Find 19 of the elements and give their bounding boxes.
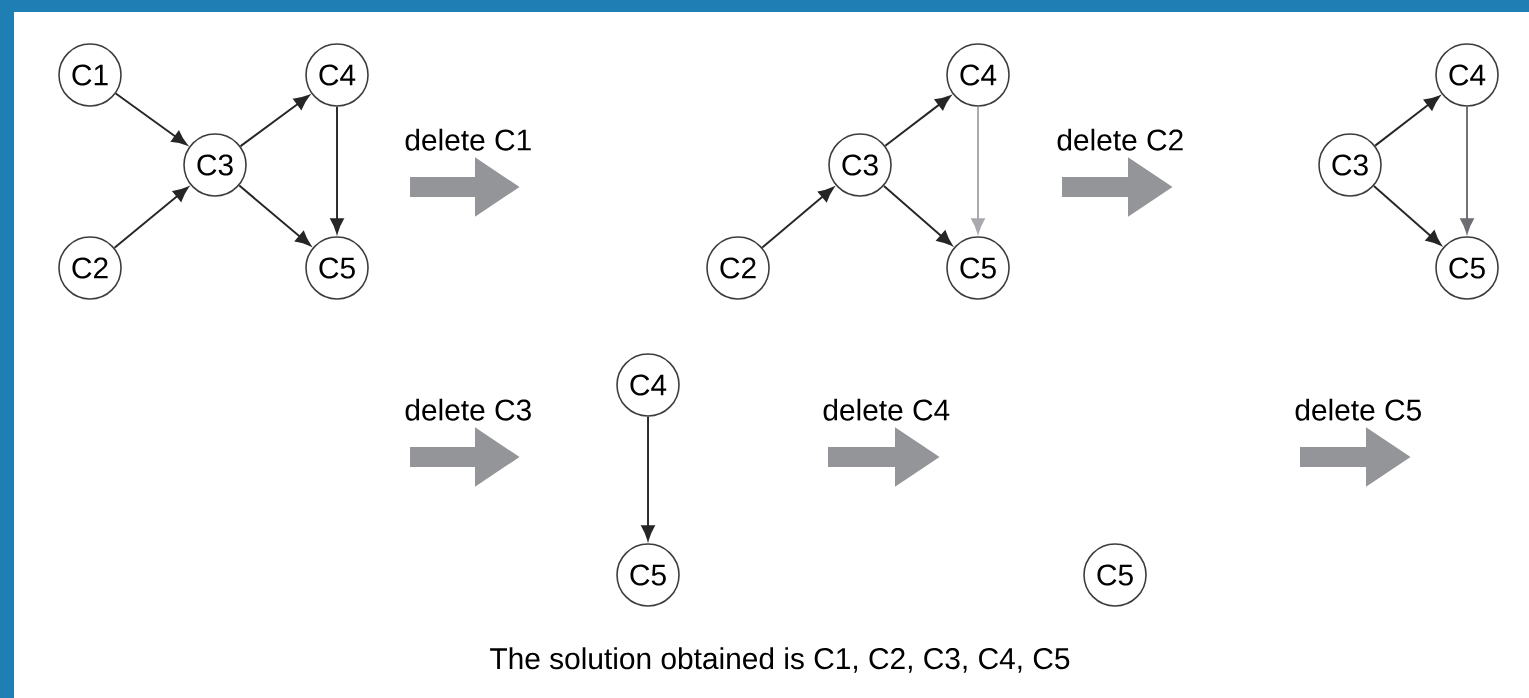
arrow bbox=[1374, 95, 1440, 147]
arrow bbox=[761, 186, 834, 249]
step-label: delete C1 bbox=[405, 128, 531, 151]
arrow bbox=[114, 92, 188, 146]
arrow bbox=[113, 186, 189, 249]
step-label: delete C3 bbox=[405, 398, 531, 421]
step-label: delete C5 bbox=[1295, 398, 1421, 421]
arrow bbox=[238, 184, 311, 247]
step-label: delete C2 bbox=[1057, 128, 1183, 151]
arrow bbox=[641, 415, 655, 541]
arrow bbox=[239, 95, 310, 148]
arrow bbox=[330, 105, 344, 234]
arrow bbox=[1372, 185, 1442, 246]
step-label: delete C4 bbox=[823, 398, 950, 421]
arrow bbox=[971, 105, 985, 234]
arrow bbox=[883, 184, 953, 246]
arrow bbox=[1460, 105, 1474, 234]
arrow bbox=[884, 95, 951, 147]
caption: The solution obtained is C1, C2, C3, C4, C5 bbox=[490, 647, 1070, 673]
